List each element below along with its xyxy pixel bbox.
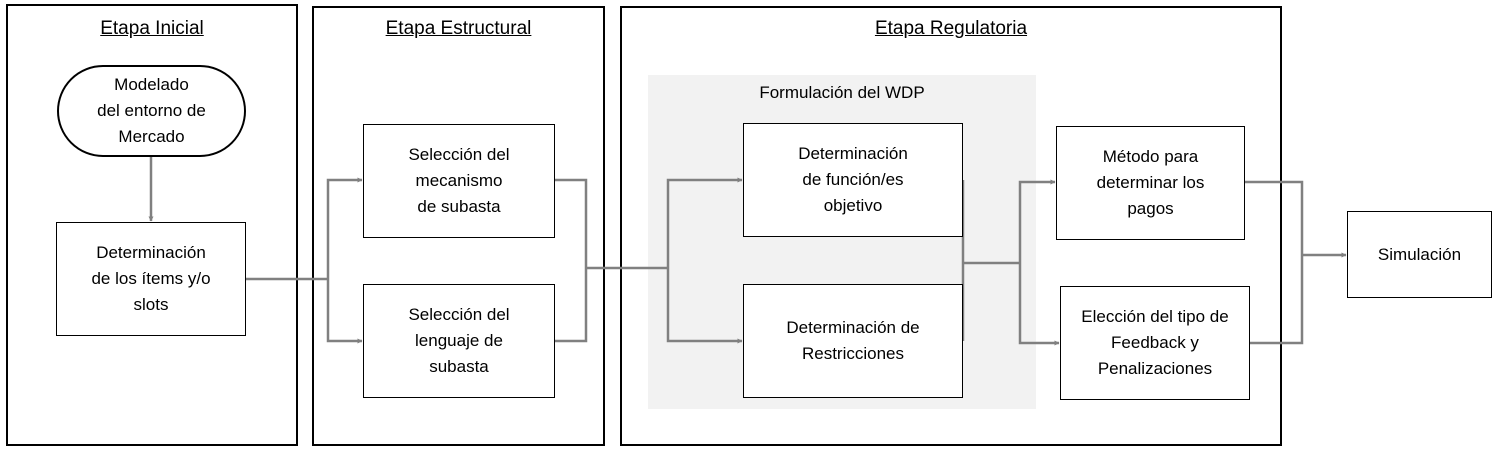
arrow-wdp-restricciones	[666, 268, 743, 344]
node-objetivo: Determinación de función/es objetivo	[743, 123, 963, 237]
arrow-fork-mecanismo	[326, 177, 363, 279]
arrow-fork-lenguaje	[326, 279, 363, 344]
node-restricciones: Determinación de Restricciones	[743, 284, 963, 398]
wire-pagos-merge	[1245, 180, 1304, 255]
wire-lenguaje-merge	[555, 268, 588, 343]
arrow-fork-feedback	[1018, 263, 1060, 346]
wire-feedback-merge	[1250, 255, 1304, 345]
arrow-fork-pagos	[1018, 179, 1056, 263]
stage-regulatoria-title: Etapa Regulatoria	[874, 18, 1028, 39]
node-feedback: Elección del tipo de Feedback y Penaliza…	[1060, 286, 1250, 400]
arrow-wdp-objetivo	[666, 177, 743, 268]
node-lenguaje: Selección del lenguaje de subasta	[363, 284, 555, 398]
node-pagos: Método para determinar los pagos	[1056, 126, 1245, 240]
stage-estructural-title: Etapa Estructural	[385, 18, 532, 39]
node-simulacion: Simulación	[1347, 211, 1492, 298]
node-items: Determinación de los ítems y/o slots	[56, 222, 246, 336]
stage-inicial-title: Etapa Inicial	[100, 18, 204, 39]
node-mecanismo: Selección del mecanismo de subasta	[363, 124, 555, 238]
wdp-group-title: Formulación del WDP	[759, 83, 925, 102]
wire-mecanismo-merge	[555, 178, 588, 268]
node-modelado: Modelado del entorno de Mercado	[57, 65, 246, 157]
